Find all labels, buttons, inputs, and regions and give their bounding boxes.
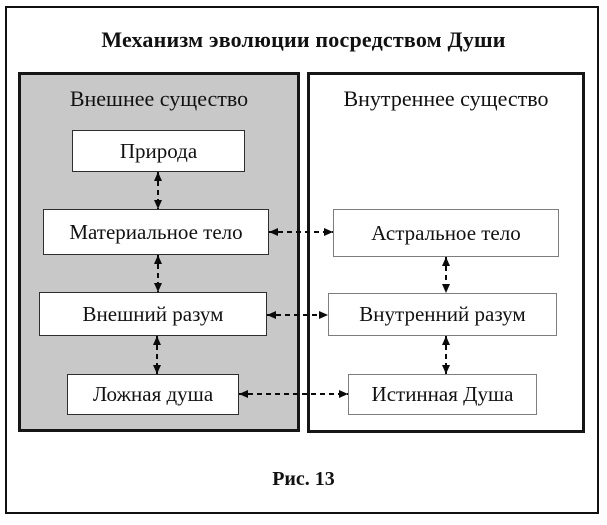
figure-title: Механизм эволюции посредством Души [101, 27, 506, 52]
box-outer-mind: Внешний разум [39, 292, 267, 336]
figure-caption: Рис. 13 [272, 468, 335, 490]
box-astral-body: Астральное тело [333, 209, 559, 257]
box-true-soul: Истинная Душа [348, 374, 537, 415]
inner-being-heading: Внутреннее существо [343, 86, 549, 111]
box-material-body: Материальное тело [43, 209, 269, 255]
outer-being-heading: Внешнее существо [69, 86, 249, 111]
box-inner-mind: Внутренний разум [328, 293, 557, 336]
box-false-soul: Ложная душа [67, 374, 239, 415]
box-nature: Природа [72, 130, 245, 172]
